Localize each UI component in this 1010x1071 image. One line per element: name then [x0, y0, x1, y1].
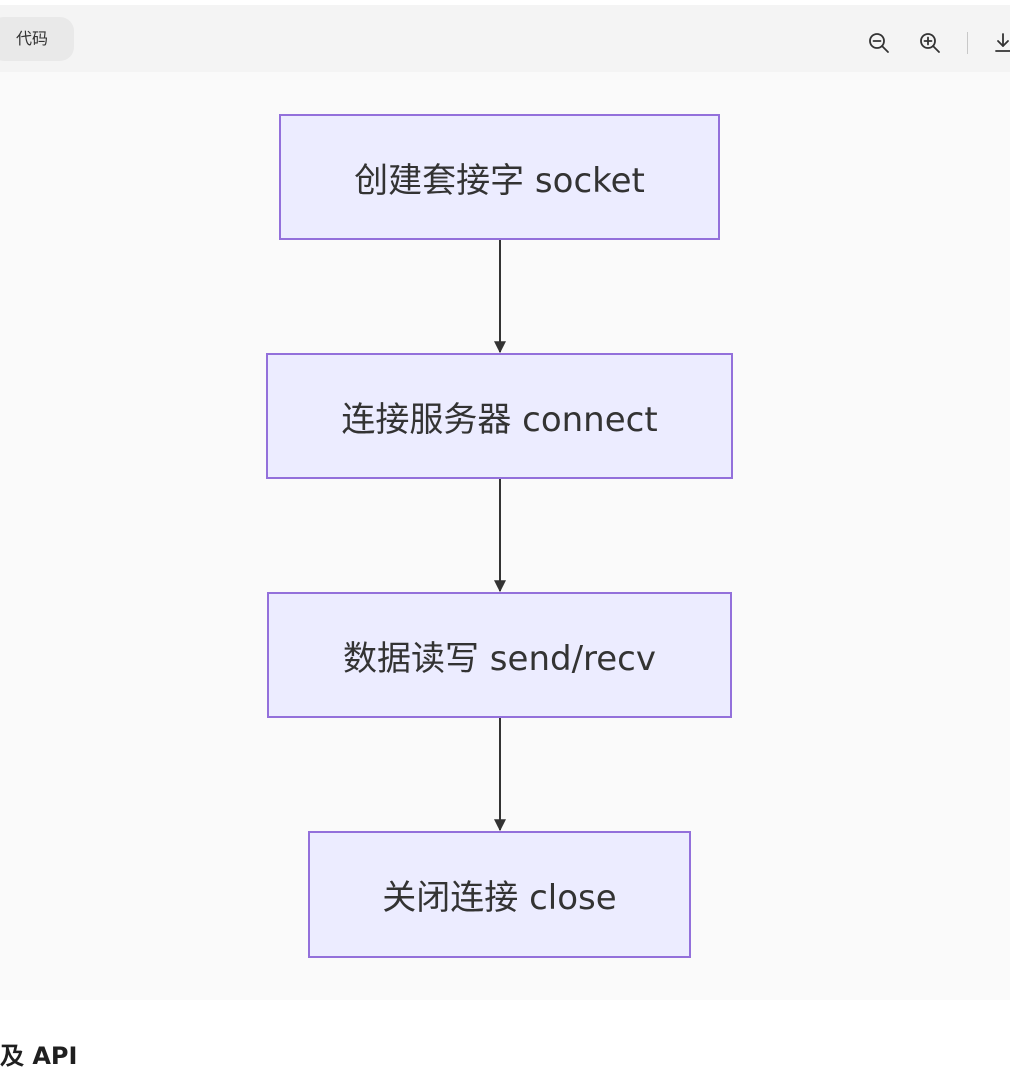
node-close-connection: 关闭连接 close [308, 831, 691, 958]
toolbar-divider [967, 32, 968, 54]
section-heading: 及 API [0, 1042, 78, 1070]
zoom-out-icon[interactable] [867, 31, 891, 55]
zoom-in-icon[interactable] [918, 31, 942, 55]
tab-code[interactable]: 代码 [0, 17, 75, 61]
download-icon[interactable] [992, 31, 1010, 55]
diagram-toolbar: 代码 [0, 5, 1010, 72]
node-create-socket: 创建套接字 socket [279, 114, 720, 240]
node-send-recv: 数据读写 send/recv [267, 592, 732, 718]
node-connect-server: 连接服务器 connect [266, 353, 733, 479]
